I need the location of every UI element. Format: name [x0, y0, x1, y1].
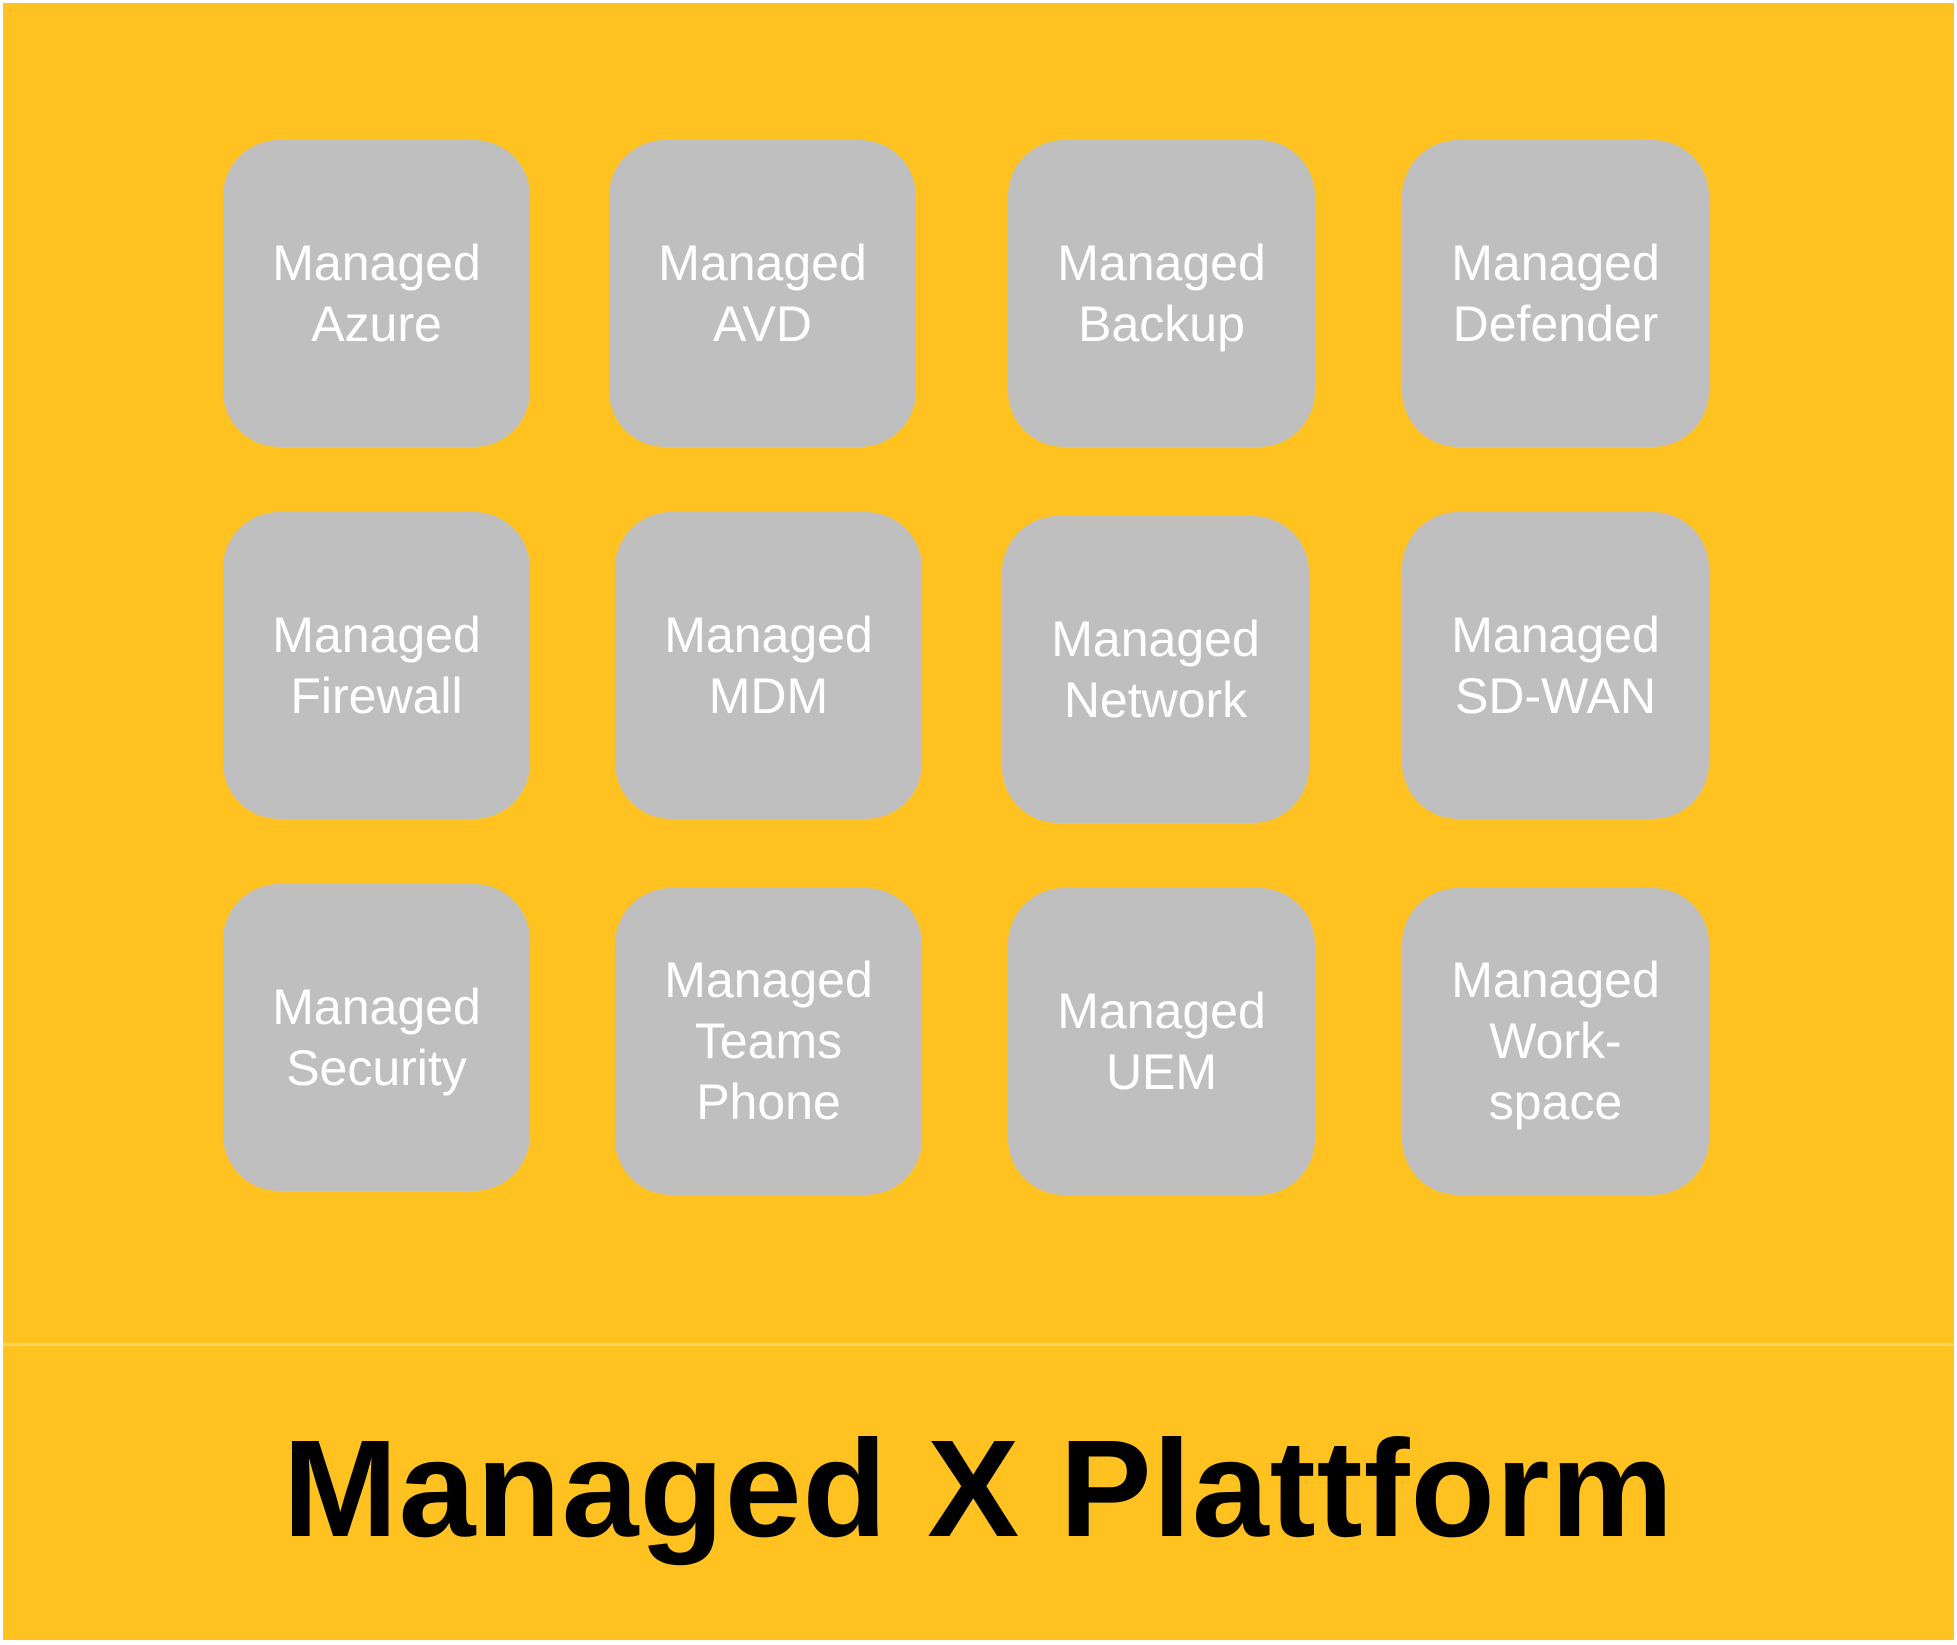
platform-title: Managed X Plattform — [282, 1411, 1675, 1566]
section-divider — [3, 1343, 1954, 1346]
tile-label: Managed MDM — [664, 606, 873, 724]
tile-managed-backup: Managed Backup — [1008, 140, 1315, 447]
tile-managed-network: Managed Network — [1002, 516, 1309, 823]
tile-managed-sd-wan: Managed SD-WAN — [1402, 512, 1709, 819]
tile-label: Managed Azure — [272, 234, 481, 352]
tile-managed-firewall: Managed Firewall — [223, 512, 530, 819]
tile-managed-mdm: Managed MDM — [615, 512, 922, 819]
tile-managed-defender: Managed Defender — [1402, 140, 1709, 447]
tile-label: Managed UEM — [1057, 982, 1266, 1100]
tile-label: Managed Work- space — [1451, 952, 1660, 1130]
tile-label: Managed Defender — [1451, 234, 1660, 352]
tile-managed-teams-phone: Managed Teams Phone — [615, 888, 922, 1195]
tile-label: Managed SD-WAN — [1451, 606, 1660, 724]
tile-label: Managed Backup — [1057, 234, 1266, 352]
tile-managed-avd: Managed AVD — [609, 140, 916, 447]
tile-managed-uem: Managed UEM — [1008, 888, 1315, 1195]
tile-managed-workspace: Managed Work- space — [1402, 888, 1709, 1195]
services-area: Managed Azure Managed AVD Managed Backup… — [3, 3, 1954, 1343]
tile-managed-security: Managed Security — [223, 884, 530, 1191]
tile-label: Managed Teams Phone — [664, 952, 873, 1130]
tile-label: Managed Security — [272, 978, 481, 1096]
tile-label: Managed Network — [1051, 610, 1260, 728]
tile-label: Managed Firewall — [272, 606, 481, 724]
tile-managed-azure: Managed Azure — [223, 140, 530, 447]
managed-x-platform: Managed Azure Managed AVD Managed Backup… — [3, 3, 1954, 1640]
tile-label: Managed AVD — [658, 234, 867, 352]
